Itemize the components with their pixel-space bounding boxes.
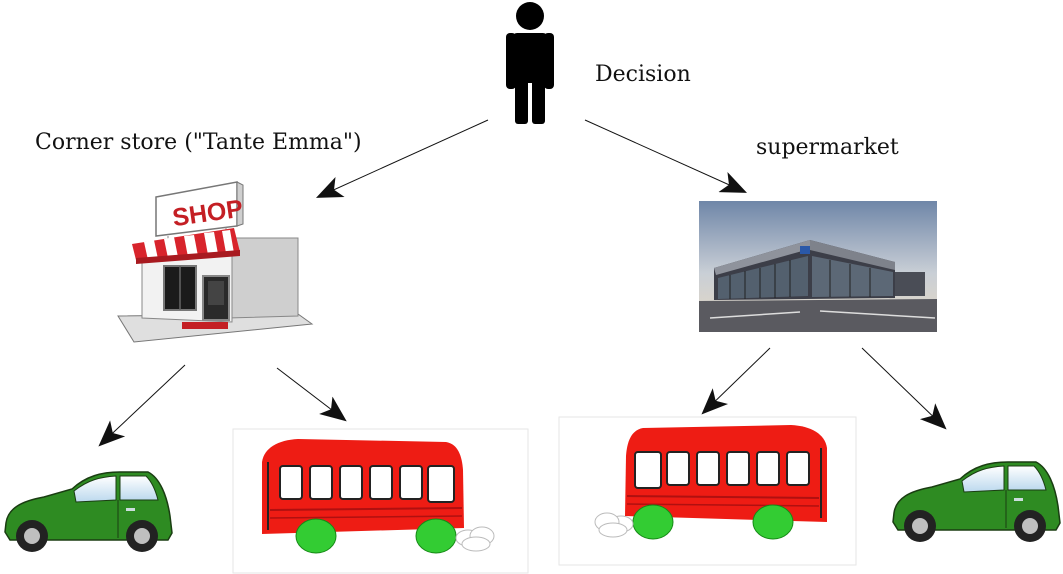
decision-label: Decision xyxy=(595,62,691,87)
bus-icon xyxy=(232,428,529,574)
arrow-super-to-bus xyxy=(701,347,771,415)
person-icon xyxy=(506,2,554,124)
arrow-store-to-bus xyxy=(276,367,347,422)
supermarket-label: supermarket xyxy=(756,135,899,160)
supermarket-photo xyxy=(699,201,937,332)
arrow-super-to-car xyxy=(861,347,947,430)
arrow-to-corner-store xyxy=(315,119,489,198)
corner-store-icon: SHOP xyxy=(117,181,314,343)
bus-icon xyxy=(558,416,857,566)
arrow-store-to-car xyxy=(98,364,186,447)
car-icon xyxy=(892,461,1061,542)
car-icon xyxy=(4,471,173,552)
arrow-to-supermarket xyxy=(584,119,748,193)
corner-store-label: Corner store ("Tante Emma") xyxy=(35,130,362,155)
